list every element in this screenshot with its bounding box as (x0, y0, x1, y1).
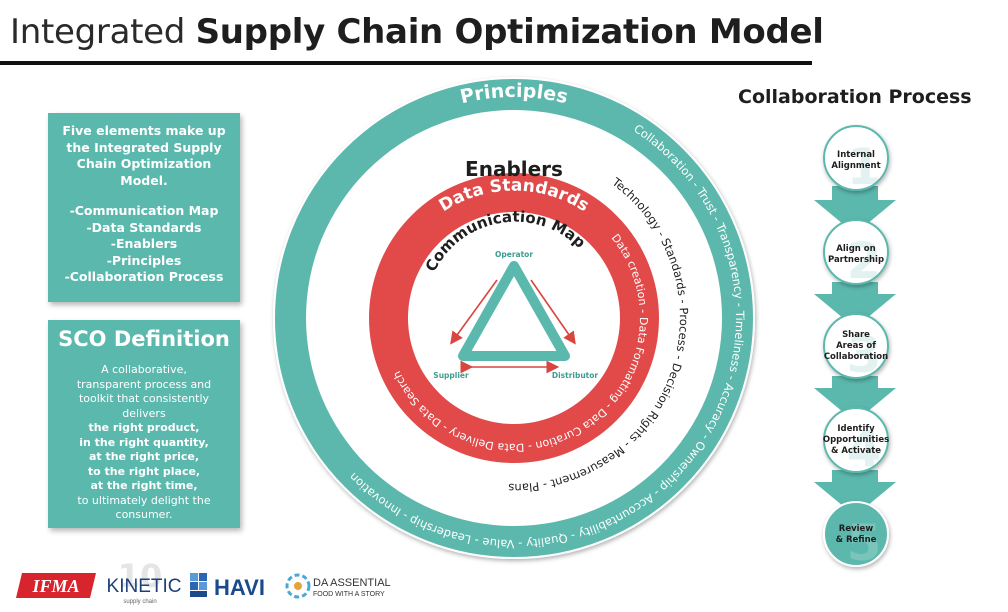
step-line: Alignment (831, 161, 880, 171)
step-line: Opportunities (823, 435, 889, 445)
node-operator: Operator (495, 250, 533, 259)
element-item: -Communication Map (69, 203, 219, 218)
collaboration-process-title: Collaboration Process (738, 86, 972, 108)
definition-right-line: to the right place, (87, 464, 201, 478)
step-circle (823, 407, 889, 473)
havi-logo: HAVI (190, 573, 265, 600)
chevron-arrow (814, 282, 896, 328)
elements-intro-line: Five elements make up (62, 123, 226, 138)
svg-text:supply chain: supply chain (123, 599, 156, 605)
collaboration-steps: 1 Internal Alignment 2 Align on Partners… (814, 125, 896, 572)
title-bold: Supply Chain Optimization Model (195, 12, 824, 52)
arrow-operator-distributor (530, 279, 576, 345)
step-circle (823, 313, 889, 379)
svg-text:IFMA: IFMA (31, 576, 79, 596)
step-line: Areas of (836, 341, 876, 351)
collab-step-1: 1 Internal Alignment (823, 125, 889, 196)
definition-right-line: the right product, (88, 421, 200, 434)
node-supplier: Supplier (433, 371, 469, 380)
step-circle (823, 125, 889, 191)
step-line: Share (842, 330, 870, 340)
step-line: & Refine (836, 535, 877, 545)
svg-text:10: 10 (118, 557, 163, 595)
element-item: -Enablers (110, 236, 178, 251)
step-line: Review (839, 524, 874, 534)
definition-right-line: at the right time, (90, 479, 198, 492)
definition-line: toolkit that consistently (78, 392, 210, 405)
ifma-logo: IFMA (16, 573, 96, 598)
svg-text:DA ASSENTIAL: DA ASSENTIAL (313, 577, 391, 589)
communication-triangle (458, 261, 570, 361)
node-distributor: Distributor (552, 371, 599, 380)
da-assential-logo: DA ASSENTIAL FOOD WITH A STORY (285, 573, 391, 599)
elements-intro-line: the Integrated Supply (66, 139, 222, 155)
step-number: 1 (847, 138, 882, 196)
element-item: -Data Standards (86, 219, 202, 235)
svg-text:KINETIC: KINETIC (107, 576, 182, 597)
collab-step-2: 2 Align on Partnership (823, 219, 889, 290)
definition-line: delivers (122, 406, 166, 420)
step-number: 3 (847, 326, 882, 384)
step-line: Collaboration (824, 352, 888, 362)
step-number: 2 (847, 232, 882, 290)
sco-definition-heading: SCO Definition (58, 327, 230, 351)
definition-line: to ultimately delight the (77, 493, 211, 507)
page-title: Integrated Supply Chain Optimization Mod… (10, 12, 824, 52)
element-item: -Principles (106, 252, 182, 268)
definition-line: transparent process and (76, 377, 212, 391)
chevron-arrow (814, 470, 896, 516)
step-line: & Activate (831, 446, 881, 456)
title-underline (0, 61, 812, 65)
collab-step-4: 4 Identify Opportunities & Activate (823, 407, 889, 478)
elements-intro-line: Chain Optimization (76, 156, 212, 171)
step-line: Partnership (828, 255, 884, 265)
definition-line: consumer. (115, 508, 173, 521)
definition-right-line: at the right price, (88, 450, 200, 463)
five-elements-panel: Five elements make up the Integrated Sup… (48, 113, 240, 302)
definition-line: A collaborative, (101, 363, 187, 376)
step-line: Identify (837, 424, 875, 434)
collab-step-5: 5 Review & Refine (823, 501, 889, 572)
collab-step-3: 3 Share Areas of Collaboration (823, 313, 889, 384)
step-circle (823, 501, 889, 567)
step-line: Internal (837, 150, 875, 160)
arrow-operator-supplier (450, 279, 498, 345)
element-item: -Collaboration Process (64, 269, 224, 284)
svg-text:HAVI: HAVI (214, 575, 265, 600)
step-number: 5 (847, 514, 882, 572)
elements-intro-line: Model. (120, 172, 168, 188)
step-circle (823, 219, 889, 285)
chevron-arrow (814, 376, 896, 422)
step-line: Align on (836, 244, 875, 254)
enablers-label: Enablers (465, 157, 563, 181)
svg-text:FOOD WITH A STORY: FOOD WITH A STORY (313, 591, 385, 598)
title-light: Integrated (10, 12, 186, 52)
sco-definition-panel: SCO Definition A collaborative, transpar… (48, 320, 240, 528)
step-number: 4 (847, 420, 882, 478)
chevron-arrow (814, 186, 896, 234)
definition-right-line: in the right quantity, (79, 435, 209, 449)
kinetic-logo: 10 KINETIC supply chain (107, 557, 182, 605)
